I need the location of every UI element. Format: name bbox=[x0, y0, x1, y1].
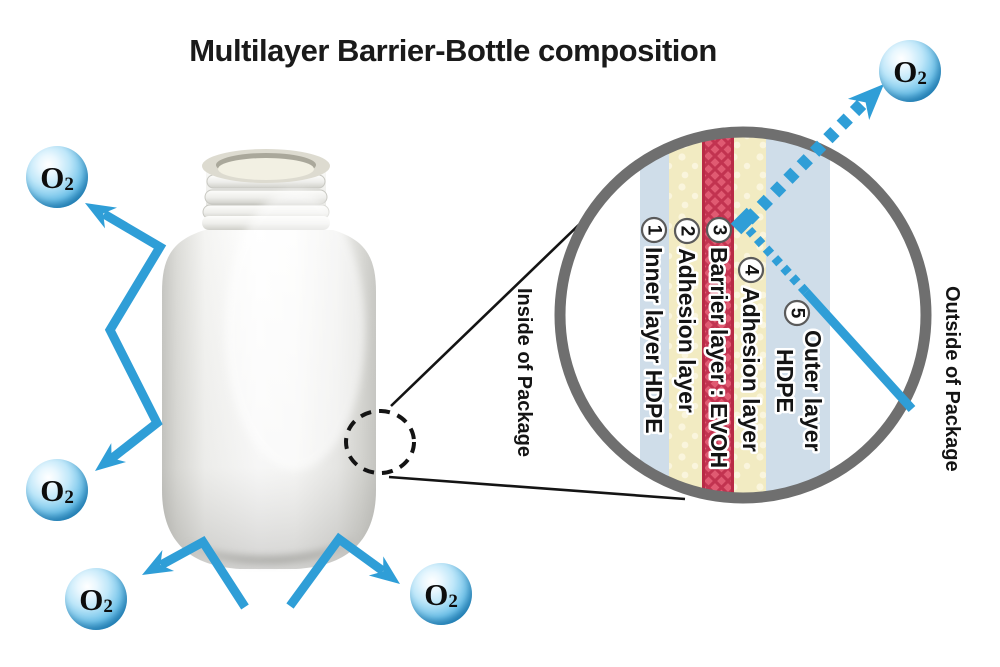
inside-of-package-label: Inside of Package bbox=[513, 288, 535, 457]
trajectory-incoming-dashed bbox=[745, 226, 810, 296]
layer-number-badge bbox=[737, 256, 765, 284]
layer-name: Adhesion layer bbox=[738, 287, 764, 452]
svg-text:Outside of Package: Outside of Package bbox=[941, 286, 963, 472]
layer-number-badge bbox=[783, 299, 811, 327]
layer-name: Outer layer bbox=[800, 330, 826, 451]
outside-of-package-label: Outside of Package bbox=[941, 286, 963, 472]
bottle bbox=[162, 149, 376, 569]
trajectory-reflected-dashed bbox=[743, 97, 869, 225]
arrowhead-to-top-left-o2 bbox=[85, 203, 117, 229]
layer-name: Barrier layer : EVOH bbox=[706, 247, 732, 468]
callout bbox=[344, 215, 686, 501]
o2-symbol: O bbox=[424, 576, 449, 612]
layer-1-inner-hdpe bbox=[640, 135, 669, 495]
layer-name: Adhesion layer bbox=[674, 248, 700, 413]
o2-symbol: O bbox=[40, 159, 65, 195]
magnified-target-circle bbox=[344, 409, 416, 475]
o2-subscript: 2 bbox=[448, 590, 458, 612]
arrowhead-to-mid-left-o2 bbox=[95, 443, 127, 471]
magnifier-inset: 1 Inner layer HDPE 2 Adhesion layer 3 Ba… bbox=[554, 84, 932, 504]
o2-subscript: 2 bbox=[103, 595, 113, 617]
bounce-arrow-bottom-left bbox=[158, 536, 249, 610]
oxygen-bounce-arrows bbox=[101, 210, 386, 610]
o2-subscript: 2 bbox=[917, 67, 927, 89]
bounce-arrowheads bbox=[85, 203, 400, 584]
bottle-mouth bbox=[202, 149, 330, 183]
bottle-bottom-shadow bbox=[185, 536, 357, 564]
layer-number-badge bbox=[673, 217, 701, 245]
layer-label-5: 5 Outer layer HDPE bbox=[770, 299, 829, 454]
arrowhead-to-top-right-o2 bbox=[847, 84, 884, 121]
callout-line-bottom bbox=[388, 475, 686, 501]
layer-name: Inner layer HDPE bbox=[641, 247, 667, 434]
o2-symbol: O bbox=[79, 581, 104, 617]
magnifier-ring bbox=[554, 126, 932, 504]
layer-2-adhesion bbox=[669, 135, 702, 495]
o2-subscript: 2 bbox=[64, 486, 74, 508]
layer-number: 3 bbox=[709, 225, 730, 236]
layer-name-line2: HDPE bbox=[772, 349, 798, 413]
layer-label-4: 4 Adhesion layer bbox=[736, 256, 767, 454]
layer-label-3: 3 Barrier layer : EVOH bbox=[704, 216, 735, 471]
trajectory-incoming-solid bbox=[802, 288, 916, 413]
bottle-highlight bbox=[225, 190, 365, 470]
layer-number-badge bbox=[705, 216, 733, 244]
o2-symbol: O bbox=[893, 53, 918, 89]
arrowhead-to-bottom-right-o2 bbox=[368, 556, 400, 584]
layer-number: 1 bbox=[644, 225, 665, 236]
page-title: Multilayer Barrier-Bottle composition bbox=[189, 33, 717, 68]
layer-number: 5 bbox=[787, 308, 808, 319]
layer-label-1: 1 Inner layer HDPE bbox=[639, 216, 670, 436]
layer-3-barrier-evoh bbox=[702, 135, 734, 495]
layer-number-badge bbox=[640, 216, 668, 244]
bounce-arrow-upper-left bbox=[101, 210, 167, 463]
layer-number: 2 bbox=[677, 226, 698, 237]
layer-4-adhesion bbox=[734, 135, 766, 495]
o2-symbol: O bbox=[40, 472, 65, 508]
layer-label-2: 2 Adhesion layer bbox=[672, 217, 703, 415]
callout-line-top bbox=[390, 215, 589, 407]
o2-subscript: 2 bbox=[64, 173, 74, 195]
arrowhead-to-bottom-left-o2 bbox=[142, 549, 175, 575]
bounce-arrow-bottom-right bbox=[286, 532, 386, 609]
svg-text:Inside of Package: Inside of Package bbox=[513, 288, 535, 457]
layer-number: 4 bbox=[741, 265, 762, 276]
oxygen-trajectory bbox=[730, 84, 916, 413]
